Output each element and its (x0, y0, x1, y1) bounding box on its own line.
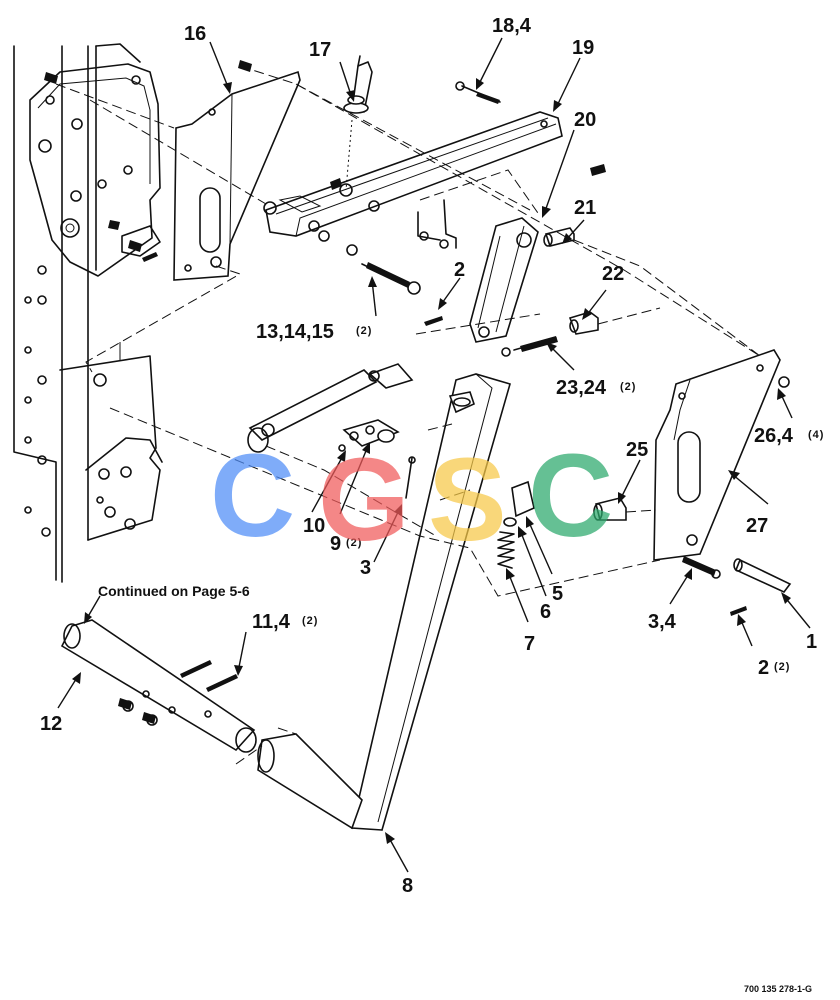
block-5 (511, 480, 535, 518)
callout-23-24: 23,24 (556, 377, 607, 399)
callout-21: 21 (574, 197, 596, 219)
spring-7 (497, 531, 515, 569)
callout-27: 27 (746, 515, 768, 537)
leader-arrows (57, 37, 811, 873)
watermark-letter-s: S (428, 434, 507, 566)
figure-id: 700 135 278-1-G (744, 984, 812, 994)
callout-5: 5 (552, 583, 563, 605)
pin-1 (733, 558, 792, 593)
callout-16: 16 (184, 23, 206, 45)
callout-1: 1 (806, 631, 817, 653)
callout-labels: 16 17 18,4 19 20 21 22 2 13,14,15 (2) 23… (40, 15, 824, 994)
callout-19: 19 (572, 37, 594, 59)
callout-11-4: 11,4 (252, 611, 291, 633)
bolt-18-4 (455, 81, 606, 176)
bolt-13-14-15 (318, 230, 421, 295)
qty-2-bottom: (2) (774, 661, 790, 673)
bolt-3-4 (682, 556, 721, 579)
callout-26-4: 26,4 (754, 425, 794, 447)
continued-note: Continued on Page 5-6 (98, 583, 250, 599)
callout-6: 6 (540, 601, 551, 623)
assembly-lines (55, 65, 761, 765)
watermark-letter-c1: C (210, 430, 295, 562)
callout-25: 25 (626, 439, 648, 461)
pin-3 (405, 456, 416, 499)
callout-18-4: 18,4 (492, 15, 532, 37)
lever-arm-20 (469, 217, 539, 343)
tube-12 (60, 619, 257, 753)
qty-13-14-15: (2) (356, 325, 372, 337)
callout-12: 12 (40, 713, 62, 735)
linkage-rod (247, 363, 414, 453)
frame-assembly (13, 43, 163, 583)
bolt-9 (338, 444, 346, 452)
cotter-pin-2-bottom (730, 606, 747, 616)
bolt-23-24 (501, 336, 558, 357)
watermark-logo: C G S C (210, 430, 613, 566)
right-side-plate-27 (653, 349, 781, 561)
qty-11-4: (2) (302, 615, 318, 627)
callout-3: 3 (360, 557, 371, 579)
left-side-plate-16 (173, 70, 301, 281)
callout-2-top: 2 (454, 259, 465, 281)
crossbeam-19 (263, 111, 563, 249)
callout-10: 10 (303, 515, 325, 537)
main-lever-8 (257, 373, 511, 831)
bolt-26-4 (778, 376, 790, 388)
cotter-pin-2-top (424, 316, 443, 326)
callout-2-bottom: 2 (758, 657, 769, 679)
callout-13-14-15: 13,14,15 (256, 321, 334, 343)
callout-9: 9 (330, 533, 341, 555)
qty-23-24: (2) (620, 381, 636, 393)
callout-17: 17 (309, 39, 331, 61)
callout-8: 8 (402, 875, 413, 897)
watermark-letter-g: G (318, 434, 410, 566)
frame-hardware (44, 60, 342, 724)
callout-20: 20 (574, 109, 596, 131)
washer-6 (503, 517, 517, 527)
qty-9: (2) (346, 537, 362, 549)
callout-7: 7 (524, 633, 535, 655)
bolts-11-4 (180, 660, 238, 692)
qty-26-4: (4) (808, 429, 824, 441)
callout-22: 22 (602, 263, 624, 285)
clamp-10 (342, 419, 400, 447)
callout-3-4: 3,4 (648, 611, 677, 633)
watermark-letter-c2: C (528, 430, 613, 562)
